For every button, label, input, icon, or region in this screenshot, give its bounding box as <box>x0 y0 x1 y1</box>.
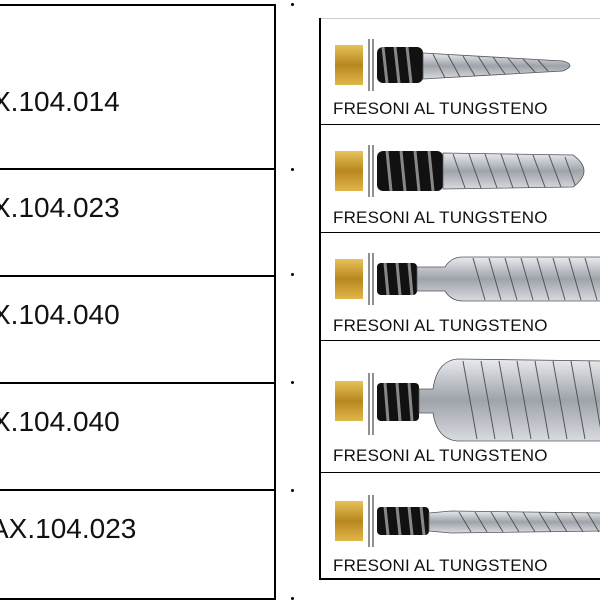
product-row: FRESONI AL TUNGSTENO <box>321 232 600 340</box>
separator-dot <box>291 381 294 384</box>
product-label: FRESONI AL TUNGSTENO <box>333 208 548 227</box>
large-flame-carbide-bur-icon <box>335 358 600 442</box>
product-row: FRESONI AL TUNGSTENO <box>321 124 600 232</box>
product-row: FRESONI AL TUNGSTENO <box>321 472 600 580</box>
code-row: X.104.040 <box>0 384 274 491</box>
code-row: X.104.014 <box>0 6 274 170</box>
separator-dot <box>291 597 294 600</box>
code-text: X.104.040 <box>0 299 120 330</box>
separator-dot <box>291 168 294 171</box>
thin-carbide-bur-icon <box>335 495 600 547</box>
code-text: AX.104.023 <box>0 513 137 544</box>
separator-dot <box>291 273 294 276</box>
cylinder-carbide-bur-icon <box>335 253 600 305</box>
tapered-carbide-bur-icon <box>335 39 571 91</box>
separator-dot <box>291 489 294 492</box>
product-table: FRESONI AL TUNGSTENO FRESONI AL TUNGSTEN… <box>319 18 600 580</box>
flame-carbide-bur-icon <box>335 145 585 197</box>
code-table: X.104.014 X.104.023 X.104.040 X.104.040 … <box>0 4 276 600</box>
product-label: FRESONI AL TUNGSTENO <box>333 556 548 575</box>
product-label: FRESONI AL TUNGSTENO <box>333 446 548 465</box>
product-label: FRESONI AL TUNGSTENO <box>333 316 548 335</box>
separator-dot <box>291 3 294 6</box>
code-text: X.104.040 <box>0 406 120 437</box>
product-label: FRESONI AL TUNGSTENO <box>333 99 548 118</box>
code-text: X.104.014 <box>0 86 120 117</box>
code-row: AX.104.023 <box>0 491 274 602</box>
code-row: X.104.023 <box>0 170 274 277</box>
code-text: X.104.023 <box>0 192 120 223</box>
code-row: X.104.040 <box>0 277 274 384</box>
product-row: FRESONI AL TUNGSTENO <box>321 18 600 124</box>
product-row: FRESONI AL TUNGSTENO <box>321 340 600 472</box>
